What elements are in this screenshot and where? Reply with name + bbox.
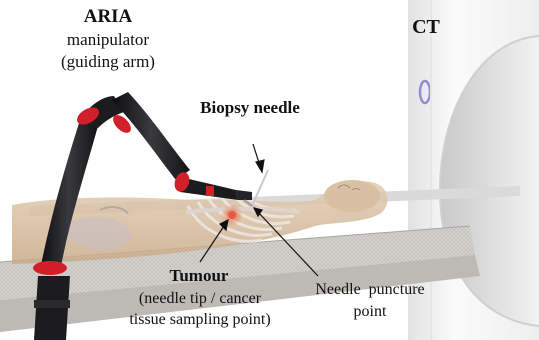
joint-ring-base xyxy=(33,261,67,275)
needle-puncture-label-line2: point xyxy=(330,303,410,321)
aria-subtitle-line1: manipulator xyxy=(38,30,178,49)
aria-title-label: ARIA xyxy=(58,6,158,28)
joint-ring-tool xyxy=(206,186,214,196)
tumour-title-label: Tumour xyxy=(144,266,254,285)
ct-label: CT xyxy=(404,16,448,39)
tumour-subtitle-line1: (needle tip / cancer xyxy=(110,290,290,308)
patient-head xyxy=(324,180,380,212)
needle-puncture-label-line1: Needle puncture xyxy=(290,281,450,299)
tumour-subtitle-line2: tissue sampling point) xyxy=(100,311,300,329)
aria-subtitle-line2: (guiding arm) xyxy=(38,52,178,71)
biopsy-needle-label: Biopsy needle xyxy=(175,98,325,117)
